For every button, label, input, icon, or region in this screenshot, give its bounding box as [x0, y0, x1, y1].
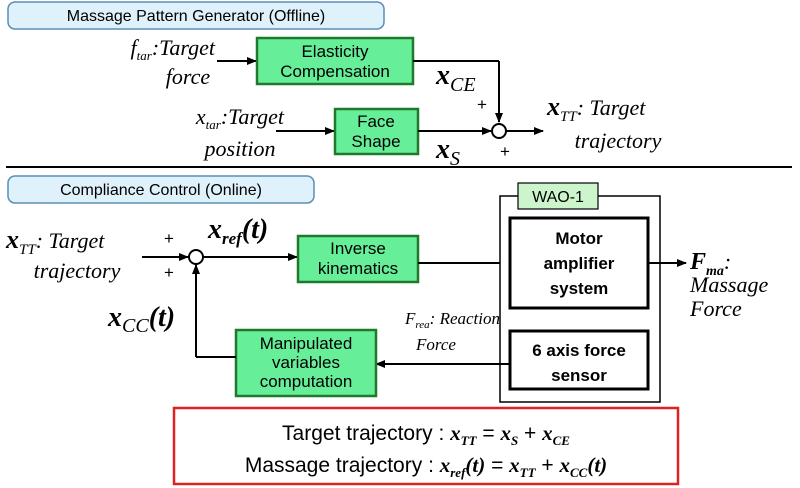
- online-plus-top: +: [164, 229, 174, 248]
- equations-box: [172, 406, 680, 486]
- sensor-line1: 6 axis force: [532, 341, 626, 360]
- wao-label: WAO-1: [532, 189, 584, 206]
- offline-summing-junction: [491, 123, 507, 139]
- ftar-label: ftar:Target: [131, 35, 216, 63]
- xtar-desc: position: [203, 136, 276, 161]
- motor-line3: system: [550, 279, 609, 298]
- motor-line2: amplifier: [544, 254, 615, 273]
- offline-header: Massage Pattern Generator (Offline): [67, 8, 326, 25]
- xtt-in-desc: trajectory: [34, 258, 121, 283]
- wao-label-box: [517, 182, 599, 210]
- frea-label: Frea: Reaction: [404, 309, 500, 331]
- xtt-out-label: xTT: Target: [546, 92, 646, 125]
- frea-desc: Force: [415, 335, 456, 354]
- online-header: Compliance Control (Online): [60, 182, 262, 199]
- sensor-line2: sensor: [551, 366, 607, 385]
- fma-label: Fma:: [689, 249, 731, 279]
- online-header-box: [7, 175, 315, 204]
- elasticity-line2: Compensation: [280, 62, 390, 81]
- ftar-desc: force: [166, 64, 211, 89]
- xtar-label: xtar:Target: [195, 104, 285, 132]
- face-shape-line2: Shape: [351, 132, 400, 151]
- face-shape-block: [333, 107, 420, 156]
- face-shape-line1: Face: [357, 112, 395, 131]
- manipulated-variables-block: [234, 328, 378, 398]
- equation-target-trajectory: Target trajectory : xTT = xS + xCE: [282, 421, 570, 448]
- fma-desc2: Force: [689, 296, 742, 321]
- xtt-out-desc: trajectory: [575, 128, 662, 153]
- inverse-kinematics-block: [296, 234, 420, 284]
- equation-massage-trajectory: Massage trajectory : xref(t) = xTT + xCC…: [245, 453, 607, 480]
- manip-line2: variables: [272, 353, 340, 372]
- online-summing-junction: [188, 249, 204, 265]
- inverse-line1: Inverse: [330, 239, 386, 258]
- xref-label: xref(t): [207, 214, 268, 248]
- xs-label: xS: [435, 134, 460, 170]
- motor-amplifier-block: [508, 216, 650, 310]
- manip-line3: computation: [260, 372, 353, 391]
- xtt-in-label: xTT: Target: [5, 225, 105, 258]
- xcc-label: xCC(t): [107, 302, 175, 337]
- elasticity-compensation-block: [255, 36, 415, 86]
- fma-desc1: Massage: [689, 272, 768, 297]
- offline-plus-bottom: +: [500, 142, 510, 161]
- inverse-line2: kinematics: [318, 259, 398, 278]
- offline-header-box: [7, 1, 385, 30]
- motor-line1: Motor: [555, 229, 603, 248]
- manip-line1: Manipulated: [260, 334, 353, 353]
- offline-plus-top: +: [477, 95, 487, 114]
- xce-label: xCE: [435, 60, 476, 96]
- force-sensor-block: [508, 329, 650, 391]
- elasticity-line1: Elasticity: [301, 42, 369, 61]
- online-plus-bottom: +: [164, 263, 174, 282]
